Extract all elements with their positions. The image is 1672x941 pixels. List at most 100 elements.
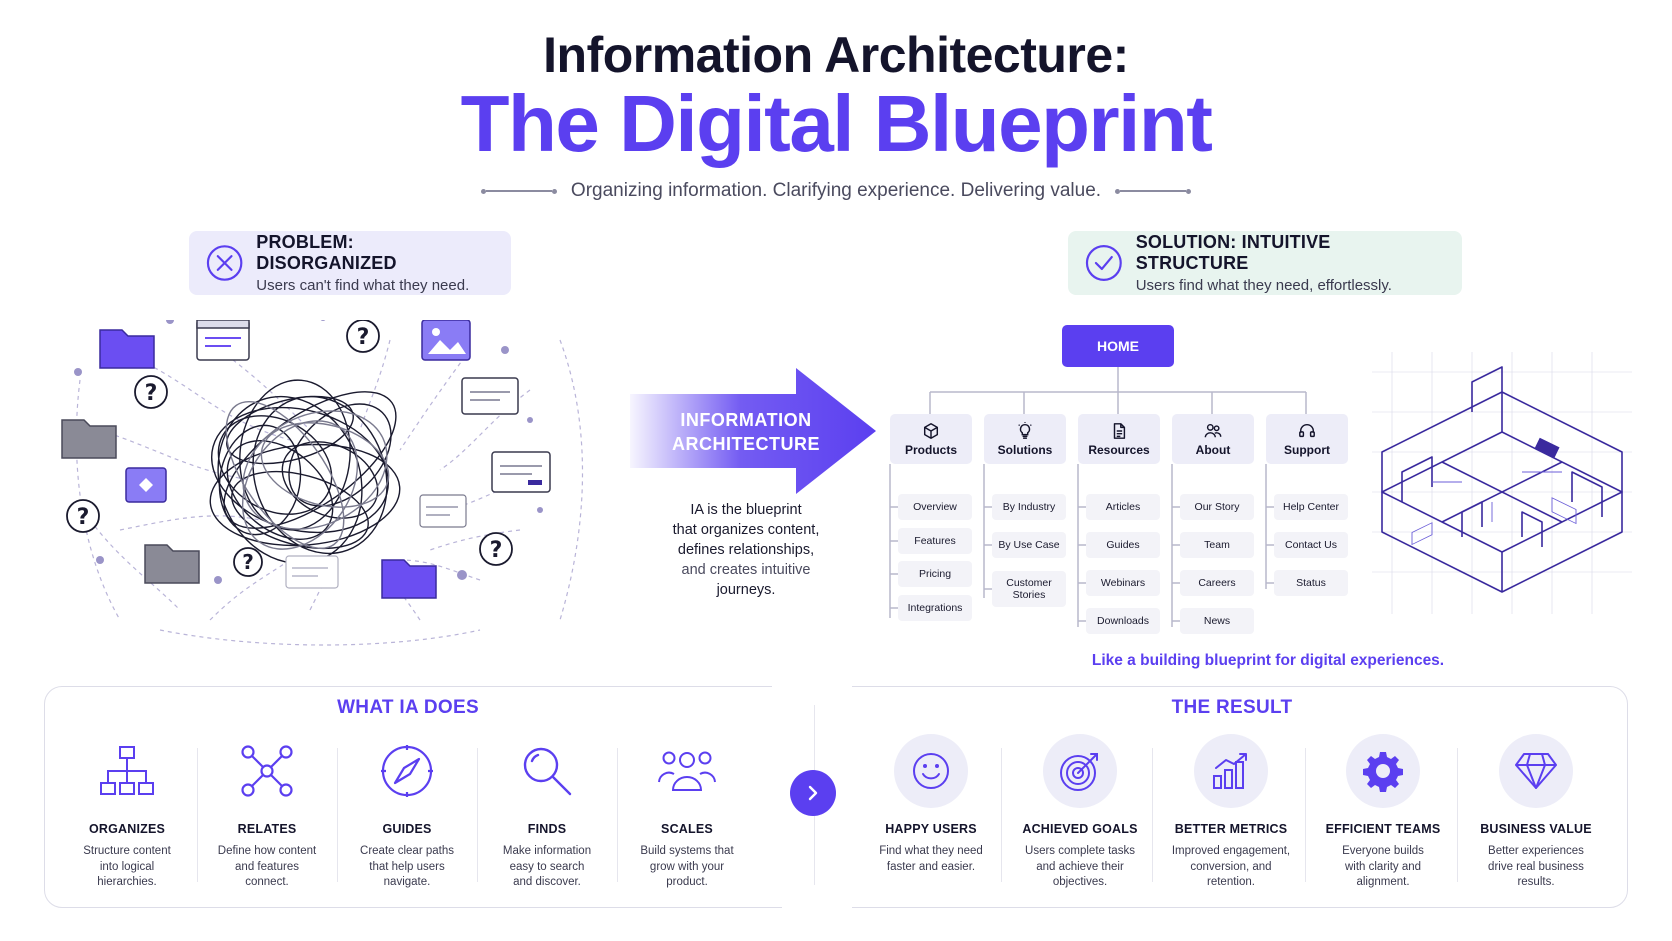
arrow-label-line-2: ARCHITECTURE <box>672 434 820 454</box>
solution-badge: SOLUTION: INTUITIVE STRUCTURE Users find… <box>1068 231 1462 295</box>
sitemap-page: By Use Case <box>992 532 1066 558</box>
tagline-row: Organizing information. Clarifying exper… <box>0 180 1672 202</box>
item-separator <box>1305 748 1306 882</box>
ia-desc-line: IA is the blueprint <box>690 502 802 518</box>
sitemap-page: Team <box>1180 532 1254 558</box>
item-separator <box>617 748 618 882</box>
question-mark-icon: ? <box>346 320 380 353</box>
ia-desc-line: journeys. <box>716 582 776 598</box>
sitemap-page: Contact Us <box>1274 532 1348 558</box>
item-title: RELATES <box>237 822 297 836</box>
document-window-icon <box>461 377 519 415</box>
item-separator <box>1001 748 1002 882</box>
transformation-arrow <box>630 368 876 494</box>
question-mark-icon: ? <box>66 499 100 533</box>
check-circle-icon <box>1085 245 1122 281</box>
sitemap-page: Pricing <box>898 561 972 587</box>
building-blueprint-illustration <box>1372 352 1632 614</box>
category-label: Support <box>1284 442 1330 457</box>
network-icon <box>241 745 293 797</box>
sitemap-page: Webinars <box>1086 570 1160 596</box>
compass-icon <box>381 745 433 797</box>
svg-text:?: ? <box>77 505 90 530</box>
question-mark-icon: ? <box>233 547 263 577</box>
chevron-right-icon <box>808 785 818 801</box>
folder-icon <box>99 329 155 369</box>
document-icon <box>1113 422 1126 439</box>
sitemap-page: By Industry <box>992 494 1066 520</box>
sitemap-page: Help Center <box>1274 494 1348 520</box>
item-title: BETTER METRICS <box>1174 822 1288 836</box>
item-title: BUSINESS VALUE <box>1480 822 1592 836</box>
people-icon <box>1204 423 1222 437</box>
sitemap-category-resources: Resources <box>1078 414 1160 464</box>
tagline: Organizing information. Clarifying exper… <box>570 180 1102 201</box>
dashed-connections <box>75 339 584 646</box>
magnifier-icon <box>523 747 572 796</box>
sitemap-page: Careers <box>1180 570 1254 596</box>
ia-desc-line: and creates intuitive <box>681 562 811 578</box>
item-title: HAPPY USERS <box>885 822 977 836</box>
title-line-2: The Digital Blueprint <box>460 79 1213 168</box>
sitemap-page: Integrations <box>898 595 972 621</box>
diamond-icon <box>1515 753 1557 789</box>
item-separator <box>197 748 198 882</box>
smiley-icon <box>913 753 949 789</box>
scatter-dots <box>74 320 543 584</box>
item-title: FINDS <box>527 822 567 836</box>
sitemap-page: Articles <box>1086 494 1160 520</box>
sitemap-category-about: About <box>1172 414 1254 464</box>
group-icon <box>658 751 716 791</box>
arrow-label-line-1: INFORMATION <box>680 410 812 430</box>
hierarchy-icon <box>100 746 154 795</box>
question-mark-icon: ? <box>134 375 168 409</box>
solution-subtitle: Users find what they need, effortlessly. <box>1135 277 1392 294</box>
tagline-rule-right <box>1115 188 1192 194</box>
ia-description: IA is the blueprint that organizes conte… <box>650 500 842 600</box>
result-item-better-metrics: BETTER METRICS Improved engagement,conve… <box>1162 734 1300 891</box>
lightbulb-icon <box>1018 421 1032 439</box>
target-icon <box>1060 753 1098 791</box>
item-title: ORGANIZES <box>88 822 166 836</box>
category-label: Resources <box>1088 442 1150 457</box>
folder-icon <box>381 559 437 599</box>
item-title: ACHIEVED GOALS <box>1022 822 1138 836</box>
category-label: Solutions <box>997 442 1053 457</box>
document-window-icon <box>419 494 467 528</box>
item-title: GUIDES <box>382 822 432 836</box>
sitemap-category-support: Support <box>1266 414 1348 464</box>
folder-icon <box>144 544 200 584</box>
ia-desc-line: defines relationships, <box>677 542 815 558</box>
arrow-label: INFORMATION ARCHITECTURE <box>630 408 862 456</box>
media-window-icon <box>125 467 167 503</box>
item-separator <box>337 748 338 882</box>
item-title: EFFICIENT TEAMS <box>1325 822 1441 836</box>
gear-icon <box>1363 752 1403 792</box>
problem-title: PROBLEM: DISORGANIZED <box>256 232 397 273</box>
svg-text:?: ? <box>490 538 503 563</box>
sitemap-page: Overview <box>898 494 972 520</box>
sitemap-page: Status <box>1274 570 1348 596</box>
sitemap-page: Guides <box>1086 532 1160 558</box>
ia-desc-line: that organizes content, <box>672 522 820 538</box>
sitemap-page: News <box>1180 608 1254 634</box>
problem-subtitle: Users can't find what they need. <box>256 277 470 294</box>
panel-gap <box>782 900 852 914</box>
item-title: SCALES <box>661 822 713 836</box>
what-ia-does-title: WHAT IA DOES <box>337 697 479 718</box>
sitemap-page: Customer Stories <box>992 571 1066 607</box>
sitemap-category-solutions: Solutions <box>984 414 1066 464</box>
